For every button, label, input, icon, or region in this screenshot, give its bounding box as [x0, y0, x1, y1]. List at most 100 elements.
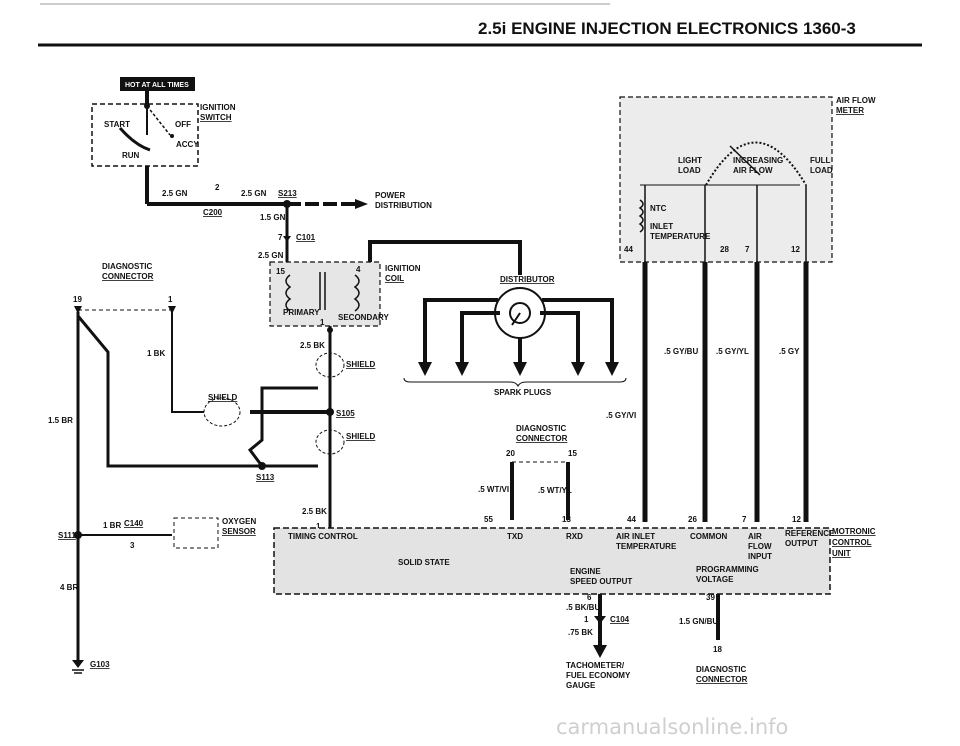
wire-label-10: 2.5 BK [300, 341, 325, 350]
tach-l2: FUEL ECONOMY [566, 671, 631, 680]
diagnostic-connector-1: DIAGNOSTIC CONNECTOR 19 1 [73, 262, 176, 314]
splice-s105 [326, 408, 334, 416]
oxygen-l1: OXYGEN [222, 517, 256, 526]
coil-p4: 4 [356, 265, 361, 274]
distributor: DISTRIBUTOR SPARK PLUGS [403, 275, 627, 397]
wire-label-5: C200 [203, 208, 223, 217]
distributor-label: DISTRIBUTOR [500, 275, 555, 284]
wire-label-27: .5 WT/VI [478, 485, 509, 494]
ecu-prog: PROGRAMMING [696, 565, 759, 574]
air-flow-meter: AIR FLOW METER LIGHT LOAD FULL LOAD INCR… [619, 96, 876, 263]
wire-label-34: 18 [713, 645, 722, 654]
ignition-coil: 15 4 PRIMARY SECONDARY 1 IGNITION COIL [269, 261, 421, 327]
ecu-voltage: VOLTAGE [696, 575, 734, 584]
shield-label-2: SHIELD [208, 393, 238, 402]
wire-label-9: 2.5 GN [258, 251, 284, 260]
wire-label-30: 1 [584, 615, 589, 624]
hot-badge [120, 77, 195, 91]
wire-label-25: .5 GY [779, 347, 800, 356]
wire-label-16: 3 [130, 541, 135, 550]
wire-label-33: 1.5 GN/BU [679, 617, 718, 626]
wire-label-23: .5 GY/BU [664, 347, 698, 356]
wire-label-15: S111 [58, 531, 76, 540]
ecu-output: OUTPUT [785, 539, 818, 548]
wire-label-2: 2 [215, 183, 220, 192]
wire-label-19: S105 [336, 409, 355, 418]
ecu-p55: 55 [484, 515, 493, 524]
afm-p44: 44 [624, 245, 633, 254]
coil-title2: COIL [385, 274, 404, 283]
ecu-speed: SPEED OUTPUT [570, 577, 632, 586]
ignition-switch: IGNITION SWITCH START OFF ACCY RUN [91, 91, 236, 167]
wire-label-12: 1.5 BR [48, 416, 73, 425]
afm-p28: 28 [720, 245, 729, 254]
wire-label-29: .5 BK/BU [566, 603, 600, 612]
diag2-l2: CONNECTOR [516, 434, 568, 443]
ground-icon [72, 660, 84, 668]
afm-af: AIR FLOW [733, 166, 773, 175]
afm-load1: LOAD [678, 166, 701, 175]
diag3-l2: CONNECTOR [696, 675, 748, 684]
coil-secondary: SECONDARY [338, 313, 389, 322]
power-l1: POWER [375, 191, 405, 200]
ecu-flow: FLOW [748, 542, 772, 551]
wire-label-35: 39 [706, 593, 715, 602]
wire-label-3: 2.5 GN [241, 189, 267, 198]
afm-light: LIGHT [678, 156, 702, 165]
ign-accy: ACCY [176, 140, 199, 149]
ecu-input: INPUT [748, 552, 772, 561]
ecu-common: COMMON [690, 532, 728, 541]
ign-switch-title1: IGNITION [200, 103, 236, 112]
ecu-p12: 12 [792, 515, 801, 524]
wire-label-4: S213 [278, 189, 297, 198]
wire-label-6: 1.5 GN [260, 213, 286, 222]
ecu-temperature: TEMPERATURE [616, 542, 677, 551]
shield-upper: SHIELD [315, 352, 376, 378]
ecu-p26: 26 [688, 515, 697, 524]
afm-l2: METER [836, 106, 864, 115]
ecu-title3: UNIT [832, 549, 851, 558]
ign-start: START [104, 120, 130, 129]
ecu-p7: 7 [742, 515, 747, 524]
diagnostic-connector-2: DIAGNOSTIC CONNECTOR 20 15 .5 WT/VI .5 W… [478, 424, 577, 520]
ecu-txd: TXD [507, 532, 523, 541]
shield-left: SHIELD [203, 393, 241, 427]
ecu-timing: TIMING CONTROL [288, 532, 358, 541]
afm-inc: INCREASING [733, 156, 783, 165]
ecu-title1: MOTRONIC [832, 527, 876, 536]
oxygen-sensor: OXYGEN SENSOR [173, 517, 256, 549]
wire-label-8: C101 [296, 233, 316, 242]
shield-label-1: SHIELD [346, 360, 376, 369]
wire-label-20: S113 [256, 473, 275, 482]
wire-label-17: 4 BR [60, 583, 78, 592]
diag1-l1: DIAGNOSTIC [102, 262, 152, 271]
wire-label-22: 1 [316, 522, 321, 531]
diag3-l1: DIAGNOSTIC [696, 665, 746, 674]
wire-label-21: 2.5 BK [302, 507, 327, 516]
afm-p12: 12 [791, 245, 800, 254]
ecu-title2: CONTROL [832, 538, 872, 547]
diag1-p19: 19 [73, 295, 82, 304]
wire-label-7: 7 [278, 233, 283, 242]
afm-p7: 7 [745, 245, 750, 254]
ign-off: OFF [175, 120, 191, 129]
coil-p15: 15 [276, 267, 285, 276]
afm-ntc: NTC [650, 204, 667, 213]
ign-switch-title2: SWITCH [200, 113, 232, 122]
diag2-p15: 15 [568, 449, 577, 458]
wire-label-32: .75 BK [568, 628, 593, 637]
ecu-rxd: RXD [566, 532, 583, 541]
wire-label-28: .5 WT/YL [538, 486, 572, 495]
ecu-solid: SOLID STATE [398, 558, 450, 567]
wire-label-24: .5 GY/YL [716, 347, 749, 356]
wire-label-11: 1 BK [147, 349, 165, 358]
ecu-p13: 13 [562, 515, 571, 524]
afm-full: FULL [810, 156, 831, 165]
afm-l1: AIR FLOW [836, 96, 876, 105]
hot-badge-text: HOT AT ALL TIMES [125, 82, 189, 89]
afm-inlet: INLET [650, 222, 673, 231]
page-title: 2.5i ENGINE INJECTION ELECTRONICS 1360-3 [478, 19, 856, 38]
ecu-p44: 44 [627, 515, 636, 524]
shield-label-3: SHIELD [346, 432, 376, 441]
